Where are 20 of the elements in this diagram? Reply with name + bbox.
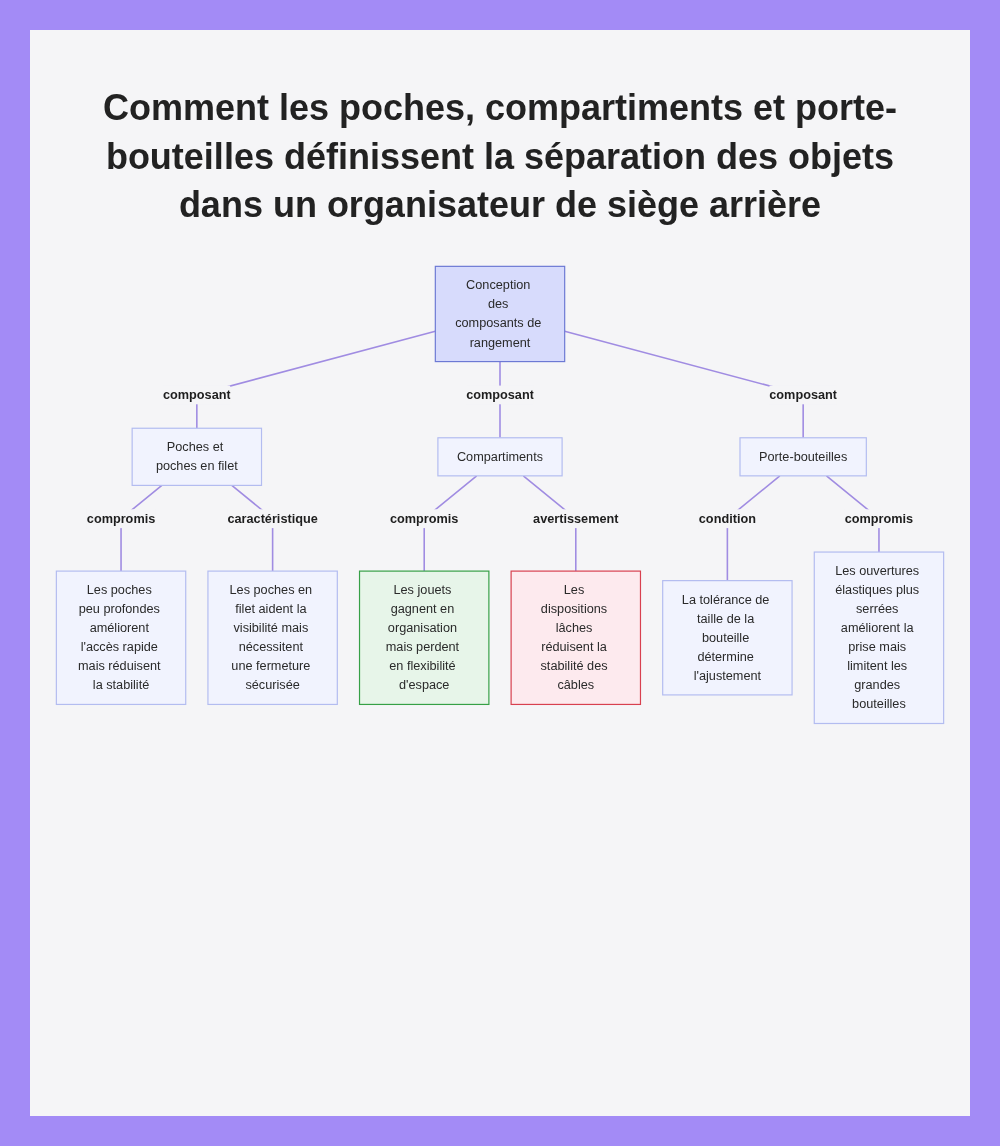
edge-label: compromis [389, 511, 459, 525]
node-box: Les poches peu profondes améliorent l'accès rapide mais réduisent la stabilité [55, 570, 187, 705]
edge-label: compromis [86, 511, 156, 525]
edge-label: compromis [844, 511, 914, 525]
edge-label: composant [162, 387, 231, 402]
edge-label: avertissement [533, 511, 619, 525]
node-box: Conception des composants de rangement [434, 265, 566, 362]
node-box: Poches et poches en filet [131, 427, 263, 486]
node-box: Les poches en filet aident la visibilité mais nécessitent une fermeture sécurisée [207, 570, 338, 705]
node-box: La tolérance de taille de la bouteille détermine l'ajustement [662, 579, 793, 696]
node-box: Compartiments [437, 436, 563, 477]
edge-label: composant [769, 387, 838, 402]
node-box: Les jouets gagnent en organisation mais perdent en flexibilité d'espace [358, 570, 490, 705]
edge-label: caractéristique [227, 511, 318, 525]
edge-label: condition [698, 511, 756, 525]
node-box: Porte-bouteilles [739, 436, 867, 477]
node-box: Les dispositions lâches réduisent la stabilité des câbles [510, 570, 642, 705]
node-box: Les ouvertures élastiques plus serrées améliorent la prise mais limitent les grandes bouteilles [813, 551, 945, 724]
title: Comment les poches, compartiments et porte-bouteilles définissent la séparation des objets dans un organisateur de siège arrière [101, 86, 899, 228]
edge-label: composant [466, 387, 534, 402]
